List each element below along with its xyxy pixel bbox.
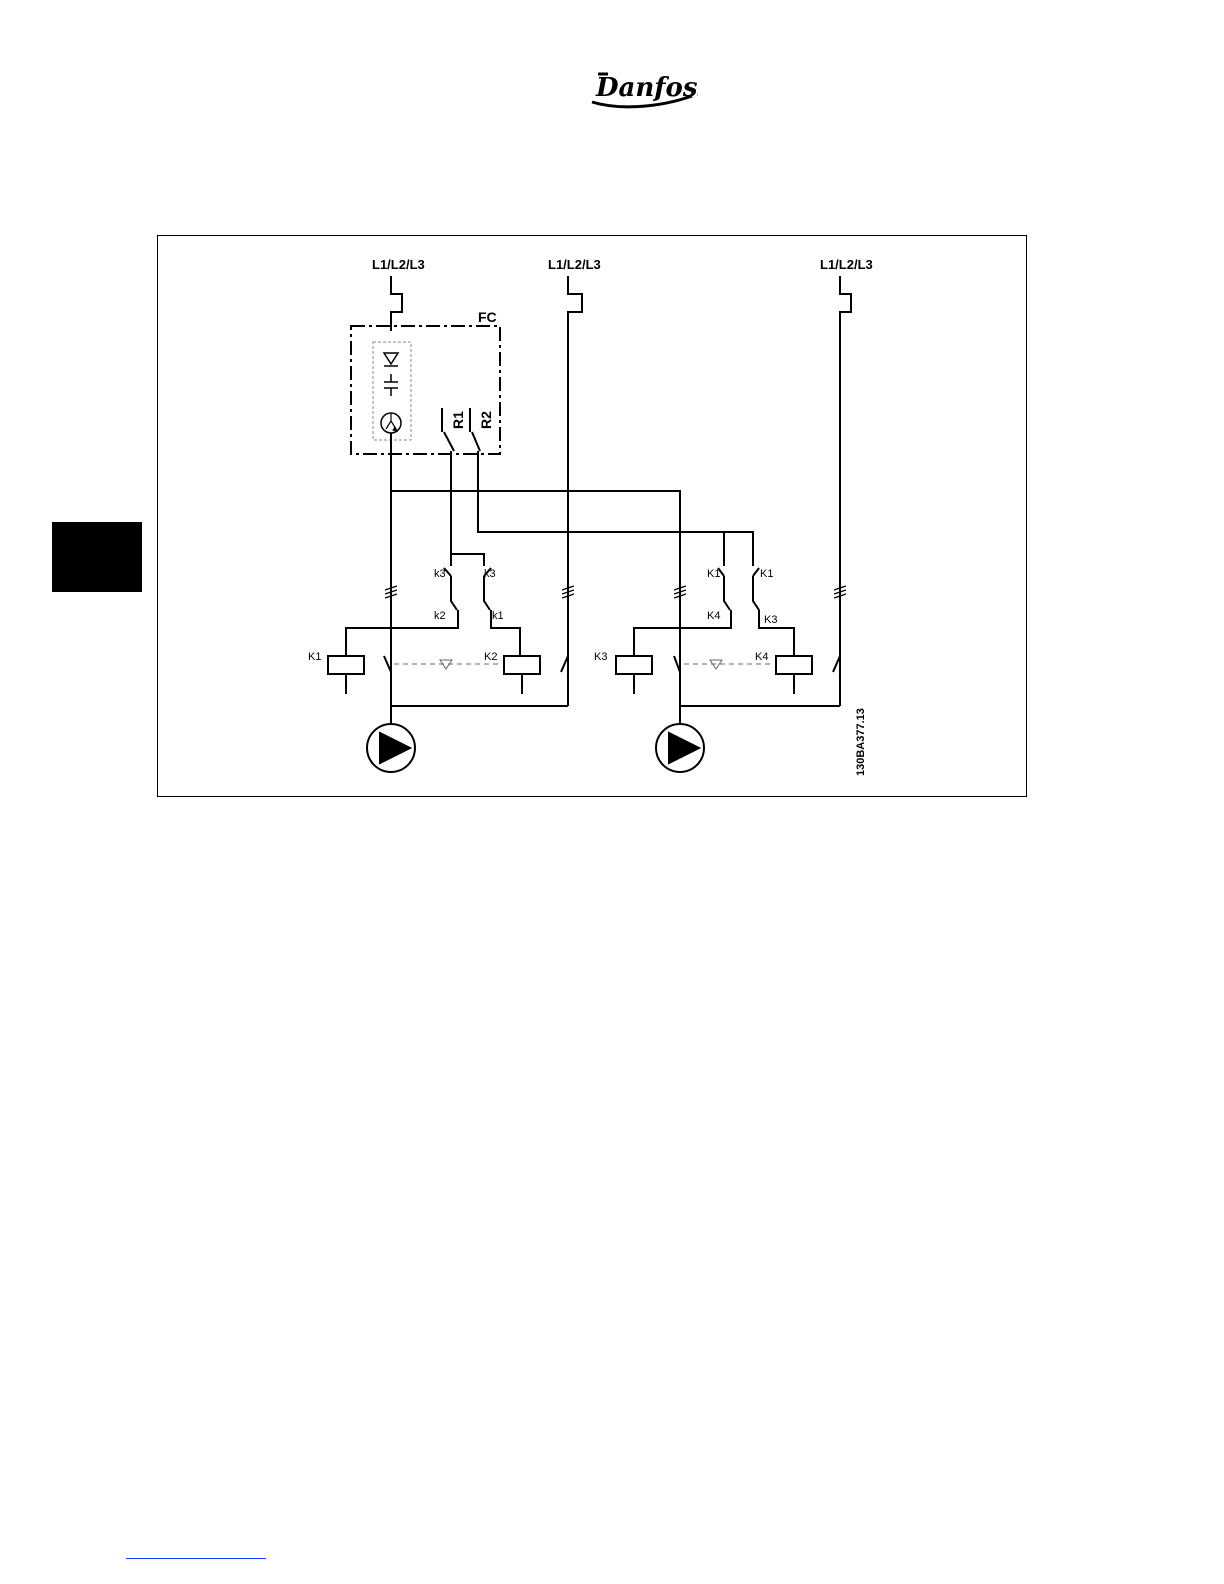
pump2-feed [680, 672, 840, 724]
relay-label-r1: R1 [450, 411, 466, 429]
pump1-feed [391, 672, 568, 724]
right-bottom-label-1: K4 [707, 610, 720, 622]
supply-label-3: L1/L2/L3 [820, 257, 873, 272]
contactor-label-k4: K4 [755, 651, 768, 663]
wiring-diagram-svg: L1/L2/L3 L1/L2/L3 L1/L2/L3 FC [158, 236, 1028, 798]
supply-label-1: L1/L2/L3 [372, 257, 425, 272]
wiring-diagram: L1/L2/L3 L1/L2/L3 L1/L2/L3 FC [157, 235, 1027, 797]
left-bottom-label-2: k1 [492, 610, 504, 622]
contactor-label-k3: K3 [594, 651, 607, 663]
capacitor-icon [384, 374, 398, 396]
figure-code: 130BA377.13 [855, 708, 867, 776]
chapter-tab [52, 522, 142, 592]
right-top-label-1: K1 [707, 568, 720, 580]
logo-wordmark: Danfoss [595, 73, 698, 103]
right-interlock-wiring [634, 532, 794, 656]
pump-2-icon [656, 724, 704, 772]
diode-icon [384, 353, 398, 366]
contactor-label-k2: K2 [484, 651, 497, 663]
contactor-label-k1: K1 [308, 651, 321, 663]
converter-box [373, 342, 411, 440]
mechanical-interlock-links [394, 660, 774, 669]
contactor-k2 [504, 656, 540, 694]
pump-1-icon [367, 724, 415, 772]
supply-label-2: L1/L2/L3 [548, 257, 601, 272]
three-phase-marks [385, 586, 846, 598]
left-top-label-2: k3 [484, 568, 496, 580]
left-bottom-label-1: k2 [434, 610, 446, 622]
contactor-k3 [616, 656, 652, 694]
contactor-k1 [328, 656, 364, 694]
relay-contact-r2 [470, 408, 753, 554]
fc-enclosure [351, 326, 500, 454]
right-top-label-2: K1 [760, 568, 773, 580]
danfoss-logo: Danfoss [588, 66, 698, 110]
right-bottom-label-2: K3 [764, 614, 777, 626]
relay-label-r2: R2 [478, 411, 494, 429]
footer-link-rule [126, 1558, 266, 1559]
contactor-k4 [776, 656, 812, 694]
fc-label: FC [478, 309, 497, 325]
left-top-label-1: k3 [434, 568, 446, 580]
transistor-icon [381, 413, 401, 433]
supply-line-1 [391, 276, 402, 331]
supply-line-3 [840, 276, 851, 706]
